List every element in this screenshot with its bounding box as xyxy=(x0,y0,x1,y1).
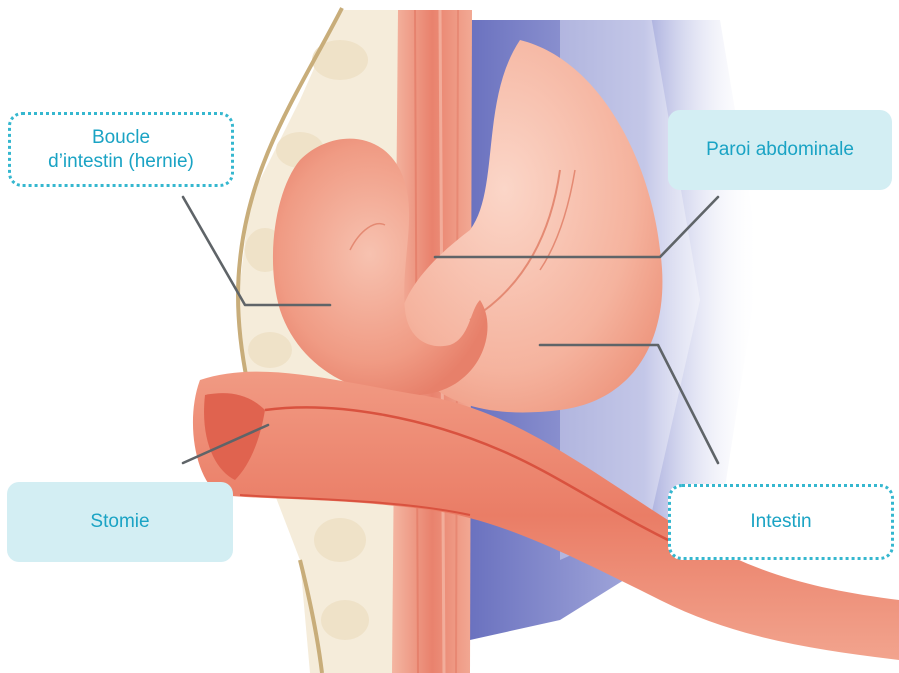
label-hernia-loop-line2: d’intestin (hernie) xyxy=(48,150,194,174)
label-hernia-loop: Boucle d’intestin (hernie) xyxy=(8,112,234,187)
label-intestine: Intestin xyxy=(668,484,894,560)
label-hernia-loop-line1: Boucle xyxy=(92,126,150,150)
label-stoma: Stomie xyxy=(7,482,233,562)
label-abdominal-wall: Paroi abdominale xyxy=(668,110,892,190)
label-stoma-text: Stomie xyxy=(90,510,149,534)
label-intestine-text: Intestin xyxy=(750,510,811,534)
label-abdominal-wall-text: Paroi abdominale xyxy=(706,138,854,162)
